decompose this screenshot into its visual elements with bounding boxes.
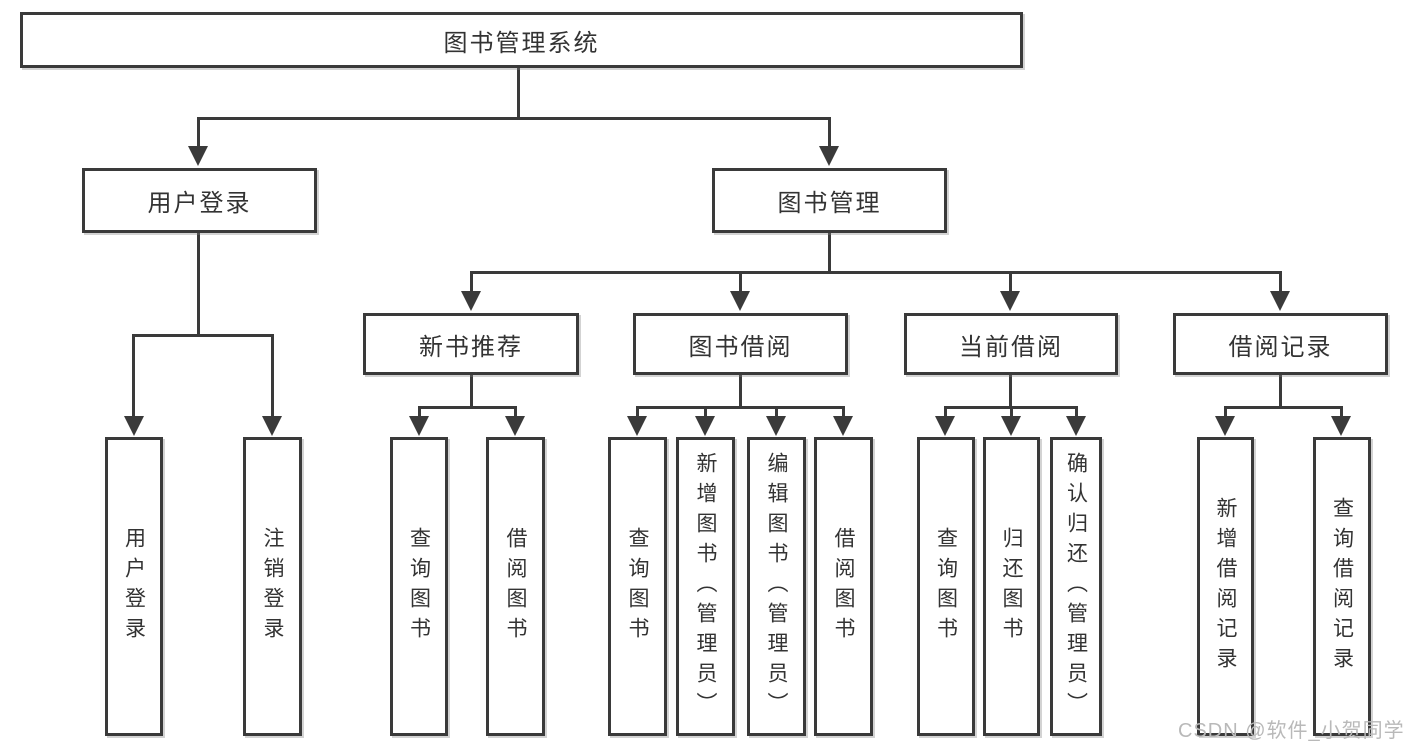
connector-book-borrow-branch xyxy=(636,406,845,409)
arrow-brd-add xyxy=(1215,416,1235,436)
connector-drop-cur-confirm xyxy=(1075,406,1078,419)
node-current-borrow-label: 当前借阅 xyxy=(959,333,1063,361)
node-root-system-label: 图书管理系统 xyxy=(443,29,600,57)
connector-borrow-records-branch xyxy=(1224,406,1343,409)
connector-drop-borrow-records xyxy=(1279,271,1282,293)
node-new-book-recommend: 新书推荐 xyxy=(363,313,579,375)
connector-drop-user-login xyxy=(197,117,200,150)
leaf-borrow-edit-books-admin-label: 编辑图书（管理员） xyxy=(765,451,788,722)
arrow-brd-query xyxy=(1331,416,1351,436)
connector-drop-current-borrow xyxy=(1009,271,1012,293)
leaf-user-login: 用户登录 xyxy=(105,437,163,736)
connector-drop-cur-return xyxy=(1010,406,1013,419)
arrow-book-borrow xyxy=(730,291,750,311)
leaf-logout-label: 注销登录 xyxy=(261,526,284,647)
arrow-leaf-logout xyxy=(262,416,282,436)
connector-user-login-branch xyxy=(132,334,274,337)
connector-drop-rec-query xyxy=(418,406,421,419)
node-book-management: 图书管理 xyxy=(712,168,947,233)
connector-drop-bor-add xyxy=(704,406,707,419)
connector-recommend-branch xyxy=(418,406,517,409)
connector-borrow-records-trunk xyxy=(1279,375,1282,408)
connector-drop-rec-borrow xyxy=(514,406,517,419)
connector-drop-brd-add xyxy=(1224,406,1227,419)
node-user-login: 用户登录 xyxy=(82,168,317,233)
connector-level1-branch xyxy=(197,117,831,120)
node-book-borrow: 图书借阅 xyxy=(633,313,848,375)
leaf-recommend-borrow-books-label: 借阅图书 xyxy=(504,526,527,647)
connector-root-trunk xyxy=(517,68,520,119)
arrow-bor-edit xyxy=(766,416,786,436)
leaf-records-add-record-label: 新增借阅记录 xyxy=(1214,496,1237,677)
connector-book-borrow-trunk xyxy=(739,375,742,408)
leaf-records-query-record-label: 查询借阅记录 xyxy=(1330,496,1354,677)
arrow-current-borrow xyxy=(1000,291,1020,311)
connector-drop-brd-query xyxy=(1340,406,1343,419)
node-current-borrow: 当前借阅 xyxy=(904,313,1118,375)
arrow-leaf-user-login xyxy=(124,416,144,436)
connector-drop-bor-borrow xyxy=(842,406,845,419)
connector-drop-cur-query xyxy=(944,406,947,419)
leaf-current-query-books: 查询图书 xyxy=(917,437,975,736)
arrow-cur-confirm xyxy=(1066,416,1086,436)
node-borrow-records: 借阅记录 xyxy=(1173,313,1388,375)
node-new-book-recommend-label: 新书推荐 xyxy=(419,333,523,361)
connector-book-management-trunk xyxy=(828,233,831,273)
connector-level2-branch xyxy=(470,271,1282,274)
arrow-rec-query xyxy=(409,416,429,436)
arrow-cur-query xyxy=(935,416,955,436)
arrow-book-management xyxy=(819,146,839,166)
leaf-records-query-record: 查询借阅记录 xyxy=(1313,437,1371,736)
leaf-recommend-query-books: 查询图书 xyxy=(390,437,448,736)
connector-drop-book-borrow xyxy=(739,271,742,293)
arrow-bor-query xyxy=(627,416,647,436)
connector-user-login-trunk xyxy=(197,233,200,336)
arrow-borrow-records xyxy=(1270,291,1290,311)
node-book-borrow-label: 图书借阅 xyxy=(688,333,793,361)
connector-drop-leaf-user-login xyxy=(132,334,135,418)
arrow-new-book-recommend xyxy=(461,291,481,311)
connector-recommend-trunk xyxy=(470,375,473,408)
leaf-borrow-add-books-admin-label: 新增图书（管理员） xyxy=(694,451,717,722)
leaf-borrow-borrow-books: 借阅图书 xyxy=(814,437,873,736)
connector-current-borrow-trunk xyxy=(1009,375,1012,408)
leaf-logout: 注销登录 xyxy=(243,437,302,736)
connector-drop-book-management xyxy=(828,117,831,150)
leaf-borrow-query-books-label: 查询图书 xyxy=(626,526,649,647)
node-user-login-label: 用户登录 xyxy=(147,190,252,217)
leaf-borrow-borrow-books-label: 借阅图书 xyxy=(832,526,855,647)
connector-drop-bor-edit xyxy=(775,406,778,419)
leaf-current-confirm-return-admin: 确认归还（管理员） xyxy=(1050,437,1102,736)
leaf-current-query-books-label: 查询图书 xyxy=(934,526,958,647)
leaf-borrow-edit-books-admin: 编辑图书（管理员） xyxy=(747,437,806,736)
connector-drop-bor-query xyxy=(636,406,639,419)
connector-drop-leaf-logout xyxy=(271,334,274,418)
leaf-borrow-query-books: 查询图书 xyxy=(608,437,667,736)
leaf-recommend-borrow-books: 借阅图书 xyxy=(486,437,545,736)
leaf-records-add-record: 新增借阅记录 xyxy=(1197,437,1254,736)
leaf-user-login-label: 用户登录 xyxy=(122,526,146,647)
node-borrow-records-label: 借阅记录 xyxy=(1228,333,1333,361)
leaf-current-return-books: 归还图书 xyxy=(983,437,1040,736)
leaf-current-confirm-return-admin-label: 确认归还（管理员） xyxy=(1064,451,1088,722)
leaf-borrow-add-books-admin: 新增图书（管理员） xyxy=(676,437,735,736)
node-root-system: 图书管理系统 xyxy=(20,12,1023,68)
node-book-management-label: 图书管理 xyxy=(777,190,882,217)
watermark-text: CSDN @软件_小贺同学 xyxy=(1178,720,1405,742)
leaf-current-return-books-label: 归还图书 xyxy=(1000,526,1023,647)
arrow-bor-borrow xyxy=(833,416,853,436)
arrow-user-login xyxy=(188,146,208,166)
connector-drop-new-book-recommend xyxy=(470,271,473,293)
leaf-recommend-query-books-label: 查询图书 xyxy=(407,526,431,647)
arrow-cur-return xyxy=(1001,416,1021,436)
arrow-rec-borrow xyxy=(505,416,525,436)
arrow-bor-add xyxy=(695,416,715,436)
